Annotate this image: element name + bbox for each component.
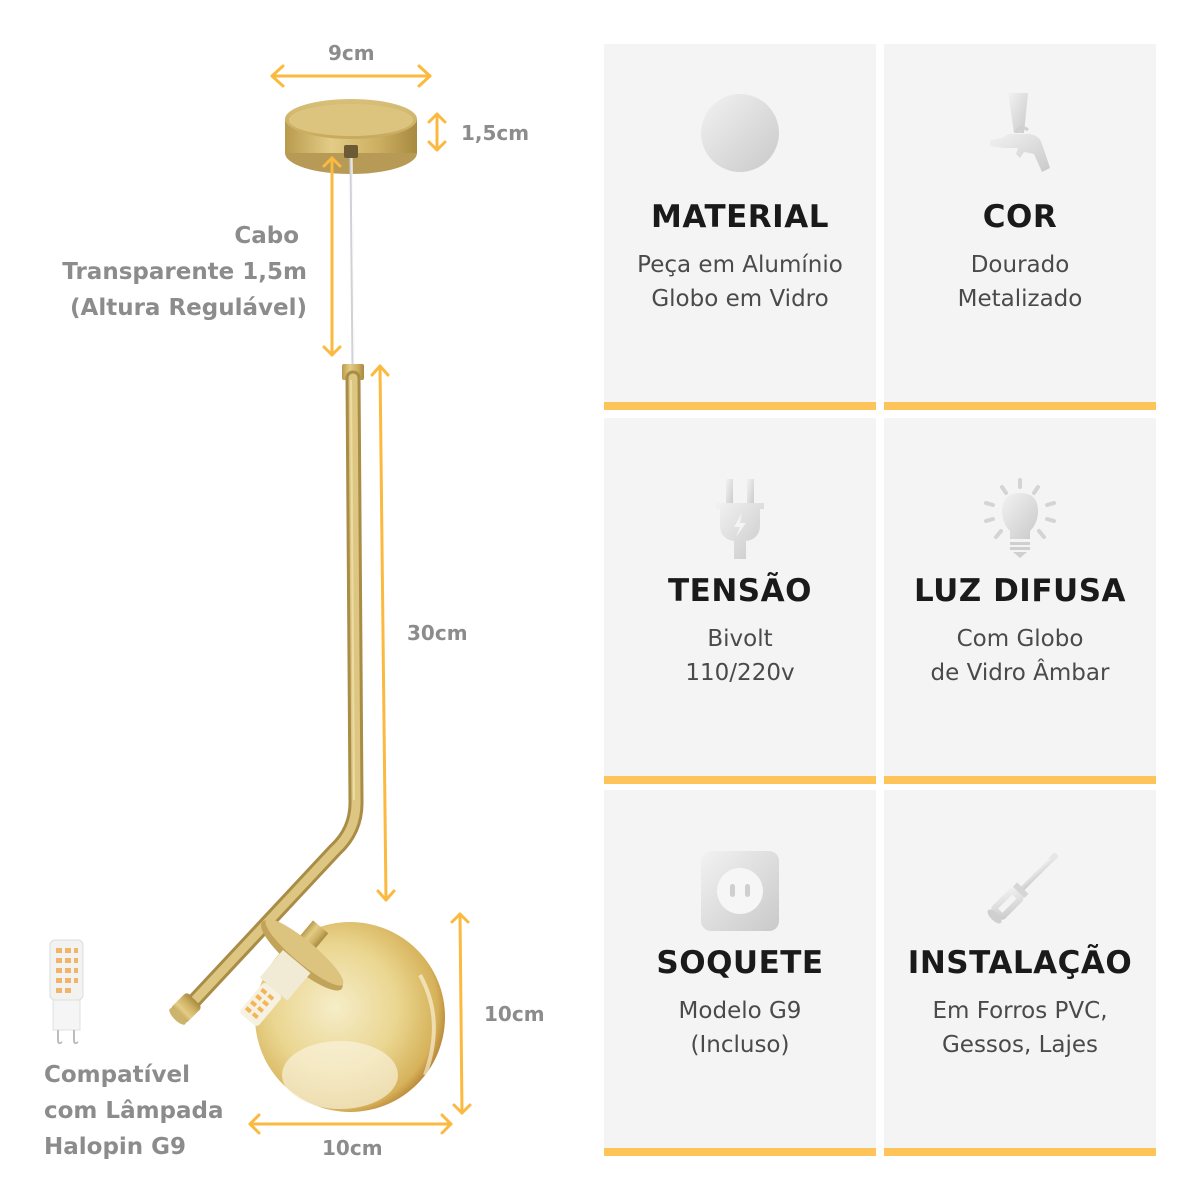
spray-gun-icon [990, 93, 1050, 172]
spec-card-voltage: TENSÃO Bivolt 110/220v [604, 418, 876, 784]
spec-description: Dourado Metalizado [884, 248, 1156, 316]
spec-line: Em Forros PVC, [932, 998, 1108, 1024]
bulb-note-line1: Compatível [44, 1062, 190, 1088]
accent-bar [604, 776, 876, 784]
spec-title: MATERIAL [651, 199, 829, 235]
ceiling-canopy [285, 99, 417, 174]
accent-bar [884, 402, 1156, 410]
bulb-note-line3: Halopin G9 [44, 1134, 187, 1160]
light-bulb-icon [984, 478, 1056, 558]
socket-icon [701, 851, 779, 931]
accent-bar [604, 1148, 876, 1156]
spec-title: LUZ DIFUSA [913, 573, 1127, 609]
rod-length-label: 30cm [407, 621, 468, 645]
accent-bar [604, 402, 876, 410]
spec-description: Com Globo de Vidro Âmbar [884, 622, 1156, 690]
spec-card-material: MATERIAL Peça em Alumínio Globo em Vidro [604, 44, 876, 410]
product-diagram: 9cm 1,5cm 30cm 10cm 10cm Cabo Transparen… [0, 0, 590, 1200]
sphere-icon [701, 94, 779, 172]
spec-card-color: COR Dourado Metalizado [884, 44, 1156, 410]
spec-card-diffuse-light: LUZ DIFUSA Com Globo de Vidro Âmbar [884, 418, 1156, 784]
screwdriver-icon [987, 852, 1059, 924]
spec-description: Em Forros PVC, Gessos, Lajes [884, 994, 1156, 1062]
spec-line: Modelo G9 [678, 998, 802, 1024]
cable-note: Cabo Transparente 1,5m (Altura Regulável… [62, 218, 307, 326]
spec-title: TENSÃO [668, 573, 812, 609]
spec-card-installation: INSTALAÇÃO Em Forros PVC, Gessos, Lajes [884, 790, 1156, 1156]
plug-icon [716, 479, 764, 559]
globe-width-label: 10cm [322, 1136, 383, 1160]
cable-note-line2: Transparente 1,5m [62, 259, 307, 285]
spec-line: Dourado [970, 252, 1070, 278]
spec-description: Modelo G9 (Incluso) [604, 994, 876, 1062]
spec-title: COR [982, 199, 1058, 235]
spec-line: Metalizado [957, 286, 1083, 312]
spec-line: (Incluso) [690, 1032, 790, 1058]
pendant-lamp-illustration [49, 64, 472, 1135]
globe-height-label: 10cm [484, 1002, 545, 1026]
dimension-arrows [248, 64, 472, 1135]
accent-bar [884, 776, 1156, 784]
spec-description: Bivolt 110/220v [604, 622, 876, 690]
spec-line: Bivolt [707, 626, 773, 652]
spec-line: Gessos, Lajes [941, 1032, 1099, 1058]
spec-description: Peça em Alumínio Globo em Vidro [604, 248, 876, 316]
cable-note-line1: Cabo [234, 223, 299, 249]
spec-line: Peça em Alumínio [637, 252, 843, 278]
canopy-width-label: 9cm [328, 41, 375, 65]
accent-bar [884, 1148, 1156, 1156]
spec-title: SOQUETE [656, 945, 824, 981]
cable-note-line3: (Altura Regulável) [70, 295, 307, 321]
bulb-note: Compatível com Lâmpada Halopin G9 [44, 1057, 224, 1165]
bulb-note-line2: com Lâmpada [44, 1098, 224, 1124]
spec-card-socket: SOQUETE Modelo G9 (Incluso) [604, 790, 876, 1156]
spec-line: Com Globo [956, 626, 1084, 652]
g9-bulb-image [49, 939, 84, 1045]
spec-title: INSTALAÇÃO [907, 945, 1133, 981]
spec-line: de Vidro Âmbar [930, 660, 1110, 686]
canopy-height-label: 1,5cm [461, 121, 530, 145]
spec-line: 110/220v [685, 660, 795, 686]
spec-line: Globo em Vidro [651, 286, 829, 312]
